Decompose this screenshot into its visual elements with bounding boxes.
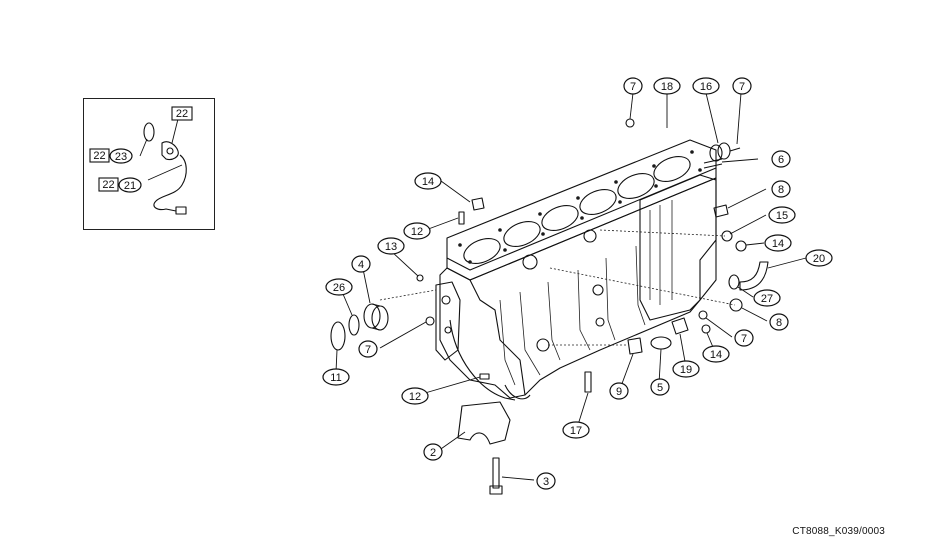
callout-c26: 26: [325, 278, 353, 296]
part-7-plug-right: [698, 310, 708, 320]
callout-c12b: 12: [401, 387, 429, 405]
callout-number: 17: [570, 425, 582, 437]
callout-number: 9: [616, 386, 622, 398]
callout-c6: 6: [771, 150, 791, 168]
inset-harness-21: [153, 154, 187, 212]
part-3-bolt: [489, 457, 503, 495]
callout-number: 6: [778, 154, 784, 166]
callout-c8a: 8: [771, 180, 791, 198]
inset-row2-oval: 21: [124, 180, 136, 192]
callout-number: 7: [630, 81, 636, 93]
callout-number: 12: [411, 226, 423, 238]
callout-c17: 17: [562, 421, 590, 439]
part-9-plug: [627, 337, 643, 355]
inset-oring-23: [143, 122, 155, 142]
callout-number: 14: [772, 238, 784, 250]
part-11-cover: [330, 321, 346, 351]
part-12-dowel-low: [479, 373, 490, 380]
callout-c11: 11: [322, 368, 350, 386]
part-12-dowel-top: [458, 211, 465, 225]
part-8-plug-upper: [713, 204, 729, 218]
callout-c13: 13: [377, 237, 405, 255]
cylinder-block: [435, 139, 717, 401]
callout-number: 26: [333, 282, 345, 294]
part-14-cap-top: [471, 197, 485, 211]
callout-number: 27: [761, 293, 773, 305]
callout-c7b: 7: [732, 77, 752, 95]
callout-c12a: 12: [403, 222, 431, 240]
callout-c14a: 14: [414, 172, 442, 190]
drawing-reference-code: CT8088_K039/0003: [792, 526, 885, 537]
callout-number: 8: [778, 184, 784, 196]
inset-row1-oval: 23: [115, 151, 127, 163]
callout-c7d: 7: [734, 329, 754, 347]
callout-c16: 16: [692, 77, 720, 95]
inset-box-label: 22: [176, 108, 188, 120]
callout-number: 14: [710, 349, 722, 361]
callout-number: 19: [680, 364, 692, 376]
callout-c7a: 7: [623, 77, 643, 95]
callout-number: 16: [700, 81, 712, 93]
callout-number: 7: [741, 333, 747, 345]
callout-c4: 4: [351, 255, 371, 273]
part-16-sleeve: [709, 142, 741, 162]
part-26-oring: [348, 314, 360, 336]
callout-c27: 27: [753, 289, 781, 307]
callout-number: 18: [661, 81, 673, 93]
part-2-bearing-cap: [457, 401, 511, 445]
part-14-cap-low: [701, 324, 711, 334]
callout-number: 3: [543, 476, 549, 488]
part-19-fitting: [671, 317, 689, 335]
callout-c9: 9: [609, 382, 629, 400]
callout-number: 4: [358, 259, 364, 271]
part-6-tube: [703, 158, 723, 169]
callout-c14b: 14: [764, 234, 792, 252]
callout-number: 12: [409, 391, 421, 403]
callout-c2: 2: [423, 443, 443, 461]
callout-number: 15: [776, 210, 788, 222]
callout-number: 7: [739, 81, 745, 93]
part-4-sleeve: [363, 303, 389, 331]
part-13-bolt: [416, 274, 424, 282]
part-15-washer: [721, 230, 733, 242]
callout-c3: 3: [536, 472, 556, 490]
callout-number: 5: [657, 382, 663, 394]
callout-c19: 19: [672, 360, 700, 378]
part-17-pin: [584, 371, 592, 393]
callout-number: 8: [776, 317, 782, 329]
callout-c14c: 14: [702, 345, 730, 363]
callout-number: 2: [430, 447, 436, 459]
callout-c15: 15: [768, 206, 796, 224]
inset-row2-box: 22: [102, 179, 114, 191]
callout-number: 14: [422, 176, 434, 188]
callout-c5: 5: [650, 378, 670, 396]
part-8-plug-lower: [729, 298, 743, 312]
callout-number: 11: [330, 372, 341, 384]
callout-c18: 18: [653, 77, 681, 95]
part-14-cap-right: [735, 240, 747, 252]
inset-drawing: 22 22 23 22 21: [89, 106, 193, 215]
callout-c8b: 8: [769, 313, 789, 331]
callout-number: 7: [365, 344, 371, 356]
part-27-oring: [728, 274, 740, 290]
part-7-plug-front: [425, 316, 435, 326]
callout-number: 20: [813, 253, 825, 265]
callout-number: 13: [385, 241, 397, 253]
callout-c7c: 7: [358, 340, 378, 358]
inset-detail-box: 22 22 23 22 21: [83, 98, 215, 230]
inset-row1-box: 22: [93, 150, 105, 162]
inset-sensor-part: [161, 141, 179, 161]
part-20-elbow: [739, 261, 769, 291]
callout-c20: 20: [805, 249, 833, 267]
